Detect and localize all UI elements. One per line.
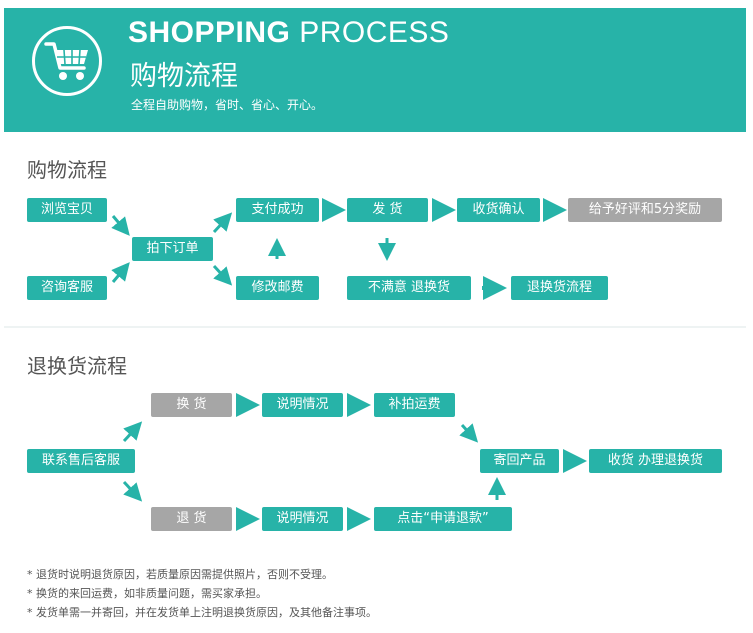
node-good-review: 给予好评和5分奖励 (568, 198, 722, 222)
arrow-contact-to-refund (122, 480, 143, 502)
arrow-pay-shipping-to-send-back (459, 423, 479, 443)
header-title-en-bold: SHOPPING (128, 16, 291, 49)
node-modify-postage: 修改邮费 (236, 276, 319, 300)
node-consult: 咨询客服 (27, 276, 107, 300)
note-1: * 退货时说明退货原因，若质量原因需提供照片，否则不受理。 (27, 568, 333, 581)
arrow-contact-to-exchange (122, 421, 143, 443)
returns-section-title: 退换货流程 (27, 354, 127, 378)
node-browse: 浏览宝贝 (27, 198, 107, 222)
node-confirm-receipt: 收货确认 (457, 198, 540, 222)
note-3: * 发货单需一并寄回，并在发货单上注明退换货原因，及其他备注事项。 (27, 606, 377, 619)
node-ship: 发 货 (347, 198, 428, 222)
node-place-order: 拍下订单 (132, 237, 213, 261)
node-unsatisfied-return: 不满意 退换货 (347, 276, 471, 300)
node-refund: 退 货 (151, 507, 232, 531)
node-exchange: 换 货 (151, 393, 232, 417)
node-explain-refund: 说明情况 (262, 507, 343, 531)
header-title-en: SHOPPING PROCESS (128, 16, 449, 50)
header-subtitle: 全程自助购物，省时、省心、开心。 (131, 98, 324, 112)
shopping-cart-icon (44, 42, 88, 80)
node-apply-refund: 点击“申请退款” (374, 507, 512, 531)
header-banner (4, 8, 746, 132)
node-contact-service: 联系售后客服 (27, 449, 135, 473)
shopping-section-title: 购物流程 (27, 158, 107, 182)
note-2: * 换货的来回运费，如非质量问题，需买家承担。 (27, 587, 267, 600)
node-receive-process: 收货 办理退换货 (589, 449, 722, 473)
header-title-cn: 购物流程 (130, 61, 238, 92)
arrow-order-to-modify (212, 264, 233, 286)
node-payment-success: 支付成功 (236, 198, 319, 222)
arrow-consult-to-order (111, 262, 130, 283)
arrow-order-to-paid (212, 212, 233, 234)
arrow-browse-to-order (111, 215, 130, 236)
header-title-en-light: PROCESS (290, 16, 450, 49)
section-divider (4, 326, 746, 328)
cart-badge (32, 26, 102, 96)
node-send-back: 寄回产品 (480, 449, 559, 473)
node-return-process: 退换货流程 (511, 276, 608, 300)
node-explain-exchange: 说明情况 (262, 393, 343, 417)
node-pay-shipping: 补拍运费 (374, 393, 455, 417)
